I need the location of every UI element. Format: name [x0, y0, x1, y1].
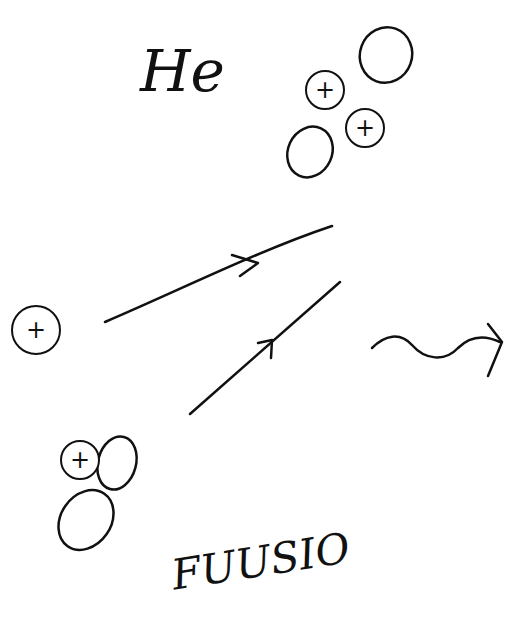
- motion-arrow: [105, 226, 332, 322]
- proton-circle: +: [345, 108, 385, 148]
- proton-circle: +: [305, 70, 345, 110]
- proton-circle: +: [11, 305, 61, 355]
- proton-circle: +: [60, 440, 100, 480]
- charge-sign: +: [26, 318, 46, 342]
- charge-sign: +: [70, 448, 90, 472]
- neutron: [47, 479, 125, 560]
- motion-arrow: [190, 282, 340, 414]
- arrowhead: [258, 340, 272, 358]
- wavy-arrow: [372, 337, 500, 358]
- charge-sign: +: [355, 116, 375, 140]
- charge-sign: +: [315, 78, 335, 102]
- caption-text: FUUSIO: [169, 527, 353, 597]
- element-symbol: He: [140, 42, 225, 100]
- neutron: [352, 20, 420, 90]
- arrowhead: [232, 255, 258, 276]
- neutron: [279, 119, 341, 185]
- arrowhead: [488, 324, 502, 376]
